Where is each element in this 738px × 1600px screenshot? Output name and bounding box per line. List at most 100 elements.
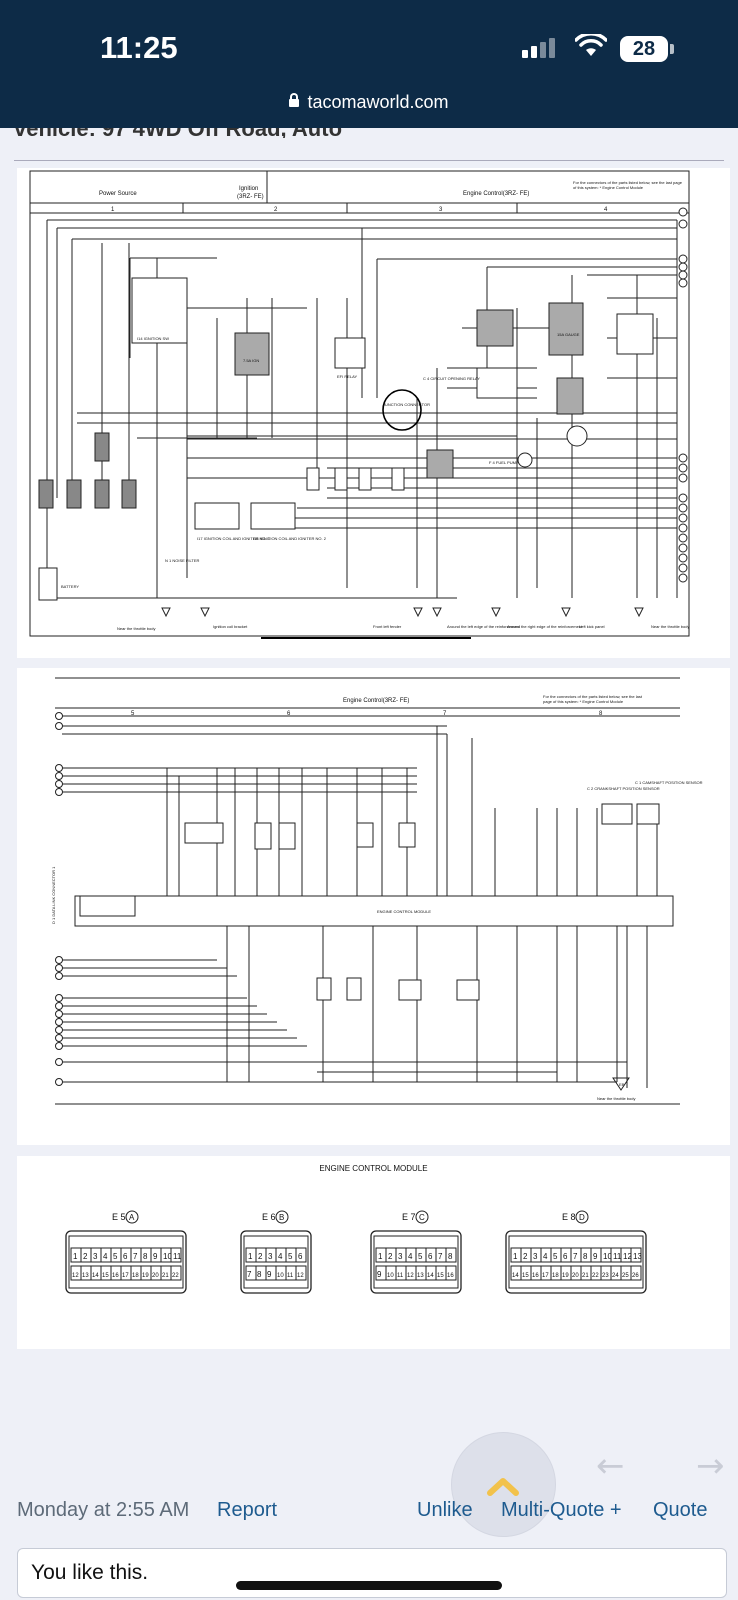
- pin-number: 14: [427, 1273, 434, 1279]
- grid-num-3: 3: [439, 207, 443, 213]
- circuit-relay-label: C 4 CIRCUIT OPENING RELAY: [423, 376, 480, 381]
- connector-pin: [170, 1265, 182, 1281]
- pin-number: 22: [592, 1273, 599, 1279]
- battery-label: BATTERY: [61, 584, 79, 589]
- pin-number: 13: [82, 1273, 89, 1279]
- section-ignition-sub: (3RZ- FE): [237, 194, 264, 200]
- pin-number: 6: [563, 1252, 568, 1261]
- diagram1-note: For the connectors of the parts listed b…: [573, 180, 682, 190]
- fuel-pump-label: F 4 FUEL PUMP: [489, 460, 519, 465]
- ground-note-5: Around the right edge of the reinforceme…: [507, 624, 583, 629]
- pin-number: 9: [593, 1252, 598, 1261]
- pin-number: 18: [552, 1273, 559, 1279]
- pin-number: 12: [72, 1273, 79, 1279]
- pin-number: 5: [553, 1252, 558, 1261]
- pin-number: 4: [278, 1252, 283, 1261]
- like-status-box: You like this.: [17, 1548, 727, 1598]
- connector-letter: D: [579, 1213, 585, 1222]
- pin-number: 3: [398, 1252, 403, 1261]
- url-text: tacomaworld.com: [307, 92, 449, 112]
- pin-number: 10: [277, 1273, 284, 1279]
- wiring-diagram-image-2[interactable]: Engine Control(3RZ- FE) 5 6 7 8 ENGINE C…: [17, 668, 730, 1145]
- connector-shell: [240, 1230, 312, 1294]
- crankshaft-sensor-label: C 2 CRANKSHAFT POSITION SENSOR: [587, 786, 660, 791]
- pin-number: 7: [438, 1252, 443, 1261]
- status-time: 11:25: [100, 30, 178, 65]
- grid-num-5: 5: [131, 711, 135, 717]
- unlike-link[interactable]: Unlike: [417, 1499, 473, 1521]
- grid-num-4: 4: [604, 207, 608, 213]
- ground-note-6: Left kick panel: [579, 624, 605, 629]
- cut-off-text: vehicle: 97 4WD Off Road, Auto: [0, 128, 738, 138]
- connector-pin: [630, 1247, 642, 1263]
- pin-number: 7: [573, 1252, 578, 1261]
- pin-number: 5: [288, 1252, 293, 1261]
- diagram2-note: For the connectors of the parts listed b…: [543, 694, 642, 704]
- connector-body: [508, 1235, 644, 1289]
- pin-number: 21: [582, 1273, 589, 1279]
- pin-number: 6: [123, 1252, 128, 1261]
- divider: [14, 160, 724, 161]
- pin-number: 15: [437, 1273, 444, 1279]
- connector-letter-circle: [125, 1210, 139, 1224]
- pin-number: 14: [512, 1273, 519, 1279]
- pin-number: 9: [153, 1252, 158, 1261]
- pin-number: 12: [623, 1252, 632, 1261]
- connector-id: E 7: [402, 1212, 416, 1222]
- quote-link[interactable]: Quote: [653, 1499, 708, 1521]
- pin-number: 4: [408, 1252, 413, 1261]
- connector-pin: [445, 1247, 457, 1263]
- pin-number: 2: [258, 1252, 263, 1261]
- connector-id: E 6: [262, 1212, 276, 1222]
- pin-number: 25: [622, 1273, 629, 1279]
- connector-pin: [295, 1247, 307, 1263]
- grid-num-2: 2: [274, 207, 278, 213]
- fuse-gauge-label: 15A GAUGE: [557, 332, 580, 337]
- ignition-sw-label: I14 IGNITION SW: [137, 336, 169, 341]
- pin-number: 16: [447, 1273, 454, 1279]
- connector-pin: [630, 1265, 642, 1281]
- ecm-label: ENGINE CONTROL MODULE: [377, 909, 431, 914]
- ground-note-7: Near the throttle body: [651, 624, 689, 629]
- coil1-label: I17 IGNITION COIL AND IGNITER NO. 1: [197, 536, 271, 541]
- post-timestamp[interactable]: Monday at 2:55 AM: [17, 1499, 190, 1521]
- pin-number: 2: [523, 1252, 528, 1261]
- grid-num-6: 6: [287, 711, 291, 717]
- pin-number: 18: [132, 1273, 139, 1279]
- signal-icon: [522, 38, 555, 58]
- pin-number: 11: [173, 1252, 182, 1261]
- pin-number: 17: [542, 1273, 549, 1279]
- pin-number: 22: [172, 1273, 179, 1279]
- connector-body: [68, 1235, 184, 1289]
- pin-number: 3: [533, 1252, 538, 1261]
- grid-num-7: 7: [443, 711, 447, 717]
- ground-note-1: Near the throttle body: [117, 626, 155, 631]
- pin-number: 11: [287, 1273, 294, 1279]
- scroll-top-button[interactable]: [451, 1432, 556, 1537]
- efi-relay-label: EFI RELAY: [337, 374, 357, 379]
- address-bar[interactable]: tacomaworld.com: [0, 92, 738, 113]
- pin-number: 9: [267, 1270, 272, 1279]
- pin-number: 20: [152, 1273, 159, 1279]
- pin-number: 10: [163, 1252, 172, 1261]
- ground-note-3: Front left fender: [373, 624, 402, 629]
- report-link[interactable]: Report: [217, 1499, 278, 1521]
- pin-number: 20: [572, 1273, 579, 1279]
- pin-number: 17: [122, 1273, 129, 1279]
- arrow-right-icon[interactable]: →: [696, 1446, 725, 1486]
- connector-title: ENGINE CONTROL MODULE: [319, 1164, 428, 1173]
- wiring-diagram-image-1[interactable]: Power Source Ignition (3RZ- FE) Engine C…: [17, 168, 730, 658]
- pin-number: 9: [377, 1270, 382, 1279]
- multi-quote-link[interactable]: Multi-Quote +: [501, 1499, 622, 1521]
- pin-number: 26: [632, 1273, 639, 1279]
- pin-number: 13: [633, 1252, 642, 1261]
- arrow-left-icon[interactable]: ←: [596, 1446, 625, 1486]
- connector-id: E 8: [562, 1212, 576, 1222]
- status-bar: 11:25 28 tacomaworld.com: [0, 0, 738, 128]
- connector-letter: C: [419, 1213, 425, 1222]
- pin-number: 19: [562, 1273, 569, 1279]
- pin-number: 14: [92, 1273, 99, 1279]
- pin-number: 8: [448, 1252, 453, 1261]
